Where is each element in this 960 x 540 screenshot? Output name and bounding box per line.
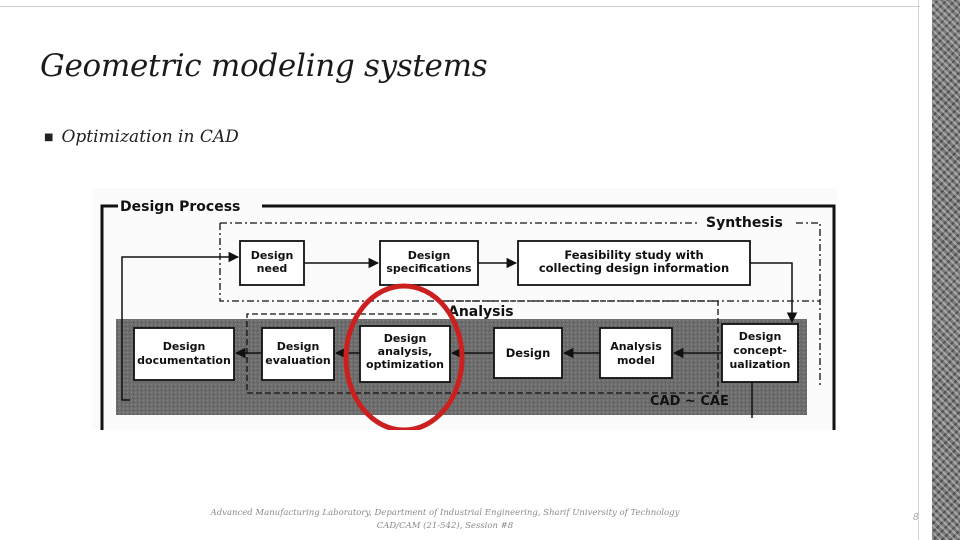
design-conceptualization-line2: concept- bbox=[733, 344, 787, 357]
bullet-text: Optimization in CAD bbox=[61, 127, 239, 147]
design-process-diagram: Design Process Synthesis CAD ~ CAE Analy… bbox=[92, 188, 837, 430]
design-need-line2: need bbox=[257, 262, 288, 275]
design-evaluation-line1: Design bbox=[277, 340, 320, 353]
analysis-frame bbox=[246, 300, 719, 394]
design-analysis-box: Design analysis, optimization bbox=[359, 325, 451, 383]
design-analysis-line1: Design bbox=[384, 332, 427, 345]
synthesis-label: Synthesis bbox=[706, 215, 783, 231]
feasibility-study-box: Feasibility study with collecting design… bbox=[517, 240, 751, 286]
feedback-left-line bbox=[121, 251, 240, 401]
design-analysis-line2: analysis, bbox=[378, 345, 433, 358]
page-number: 8 bbox=[913, 513, 919, 523]
design-conceptualization-box: Design concept- ualization bbox=[721, 323, 799, 383]
arrow-feasibility-to-concept bbox=[750, 262, 798, 324]
footer-line1: Advanced Manufacturing Laboratory, Depar… bbox=[210, 508, 680, 518]
decorative-side-strip bbox=[932, 0, 960, 540]
bullet-square-icon: ■ bbox=[44, 132, 54, 143]
feasibility-study-line1: Feasibility study with bbox=[564, 248, 703, 262]
analysis-model-line2: model bbox=[617, 354, 655, 367]
bullet-item: ■ Optimization in CAD bbox=[44, 127, 239, 147]
analysis-model-line1: Analysis bbox=[610, 340, 662, 353]
design-documentation-line2: documentation bbox=[137, 354, 231, 367]
design-box: Design bbox=[493, 327, 563, 379]
design-documentation-line1: Design bbox=[163, 340, 206, 353]
design-analysis-line3: optimization bbox=[366, 358, 444, 371]
design-evaluation-line2: evaluation bbox=[265, 354, 331, 367]
design-conceptualization-line3: ualization bbox=[729, 358, 790, 371]
design-need-line1: Design bbox=[251, 249, 294, 262]
design-documentation-box: Design documentation bbox=[133, 327, 235, 381]
design-need-box: Design need bbox=[239, 240, 305, 286]
design-evaluation-box: Design evaluation bbox=[261, 327, 335, 381]
design-conceptualization-line1: Design bbox=[739, 330, 782, 343]
design-specifications-line1: Design bbox=[408, 249, 451, 262]
design-process-frame bbox=[100, 204, 836, 430]
highlight-circle bbox=[343, 283, 465, 430]
design-process-label: Design Process bbox=[120, 199, 240, 215]
analysis-model-box: Analysis model bbox=[599, 327, 673, 379]
right-divider bbox=[918, 0, 919, 540]
footer-line2: CAD/CAM (21-542), Session #8 bbox=[376, 521, 514, 531]
design-specifications-line2: specifications bbox=[386, 262, 472, 275]
analysis-label: Analysis bbox=[448, 304, 514, 320]
design-box-label: Design bbox=[506, 346, 551, 360]
cad-cae-label: CAD ~ CAE bbox=[650, 394, 729, 409]
design-specifications-box: Design specifications bbox=[379, 240, 479, 286]
feasibility-study-line2: collecting design information bbox=[539, 261, 729, 275]
top-rule bbox=[0, 0, 920, 7]
footer: Advanced Manufacturing Laboratory, Depar… bbox=[180, 507, 710, 533]
slide-title: Geometric modeling systems bbox=[40, 48, 488, 84]
